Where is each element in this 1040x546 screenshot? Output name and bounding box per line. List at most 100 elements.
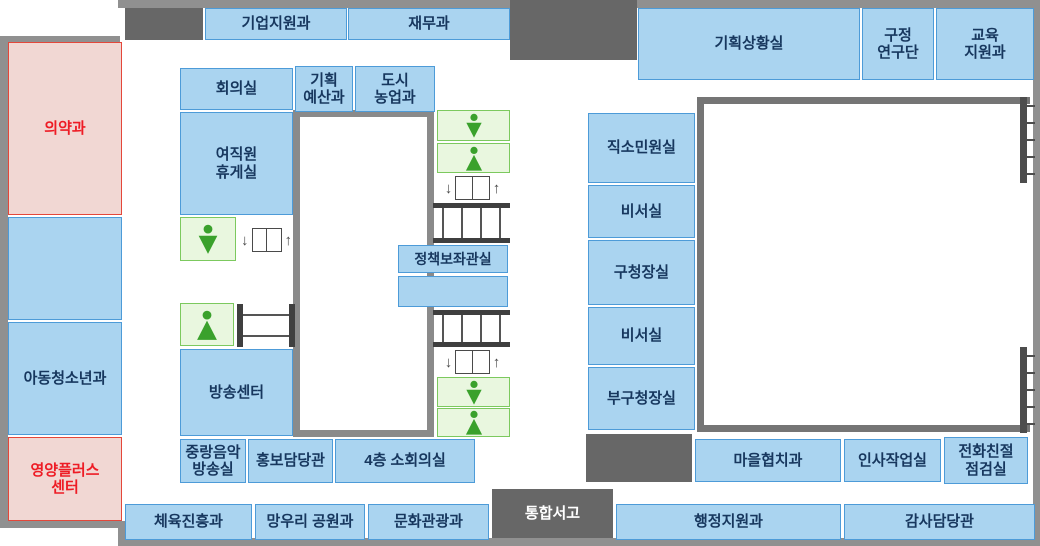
room-integrated-archive: 통합서고 [492, 489, 613, 538]
room-culture-tourism: 문화관광과 [368, 504, 489, 540]
courtyard [293, 110, 434, 437]
male-restroom-icon [196, 310, 218, 340]
room-label: 구청장실 [613, 263, 670, 281]
elevator-up-arrow: ↑ [284, 231, 293, 249]
elevator-car [471, 176, 490, 200]
room-label: 전화친절 점검실 [958, 443, 1014, 478]
room-label: 4층 소회의실 [364, 452, 446, 470]
room-label: 체육진흥과 [153, 513, 223, 531]
elevator-car [471, 350, 490, 374]
room-female-lounge: 여직원 휴게실 [180, 112, 293, 215]
room-secretary-1: 비서실 [588, 185, 695, 238]
room-sports-promo: 체육진흥과 [125, 504, 252, 540]
room-label: 감사담당관 [904, 513, 974, 531]
elevator-center-top: ↓↑ [434, 173, 511, 203]
room-label: 방송센터 [208, 383, 265, 401]
room-label: 직소민원실 [606, 139, 676, 157]
wall-leftwing-left [0, 36, 8, 528]
exterior-stairs-upper [1020, 97, 1035, 183]
room-label: 영양플러스 센터 [30, 461, 100, 496]
room-small-meeting-4f: 4층 소회의실 [335, 439, 475, 483]
stairs-center-top [433, 203, 510, 243]
room-mayor-office: 구청장실 [588, 240, 695, 305]
room-label: 비서실 [620, 327, 663, 345]
male-restroom-icon [465, 146, 483, 171]
room-unlabeled-center [398, 276, 508, 307]
room-vice-mayor-office: 부구청장실 [588, 367, 695, 430]
room-label: 부구청장실 [606, 389, 676, 407]
room-label: 기획 예산과 [303, 71, 345, 106]
restroom-female-center-bottom [437, 377, 510, 407]
room-gu-research: 구정 연구단 [862, 8, 934, 80]
female-restroom-icon [197, 224, 219, 254]
elevator-car [455, 350, 474, 374]
restroom-female-center-top [437, 110, 510, 141]
elevator-down-arrow: ↓ [444, 179, 453, 197]
room-label: 통합서고 [524, 504, 581, 522]
restroom-female-left [180, 217, 236, 261]
wall-leftwing-step [118, 521, 126, 546]
restroom-male-center-bottom [437, 408, 510, 437]
elevator-up-arrow: ↑ [492, 353, 501, 371]
stairs-center-bottom [433, 310, 510, 347]
room-label: 망우리 공원과 [266, 513, 354, 531]
room-label: 정책보좌관실 [414, 250, 492, 267]
elevator-car [455, 176, 474, 200]
room-finance: 재무과 [348, 8, 510, 40]
elevator-down-arrow: ↓ [444, 353, 453, 371]
room-audit-officer: 감사담당관 [844, 504, 1035, 540]
room-label: 의약과 [44, 119, 86, 137]
room-label: 아동청소년과 [23, 369, 107, 387]
utility-block-topleft [125, 8, 203, 40]
room-pharmacy: 의약과 [8, 42, 122, 215]
elevator-down-arrow: ↓ [241, 231, 249, 249]
room-policy-advisor: 정책보좌관실 [398, 245, 508, 273]
restroom-male-left [180, 303, 234, 346]
male-restroom-icon [465, 410, 483, 435]
room-label: 도시 농업과 [374, 71, 416, 106]
room-label: 인사작업실 [857, 451, 927, 469]
utility-block-right [586, 434, 692, 482]
room-label: 기획상황실 [714, 35, 784, 53]
wall-right [1033, 0, 1040, 546]
room-urban-agriculture: 도시 농업과 [355, 66, 435, 112]
room-pr-officer: 홍보담당관 [248, 439, 333, 483]
room-label: 마을협치과 [733, 451, 803, 469]
room-nutrition-plus: 영양플러스 센터 [8, 437, 122, 521]
room-direct-civil: 직소민원실 [588, 113, 695, 183]
female-restroom-icon [465, 380, 483, 405]
room-child-youth: 아동청소년과 [8, 322, 122, 435]
room-label: 중랑음악 방송실 [185, 443, 241, 478]
room-meeting: 회의실 [180, 68, 293, 110]
room-label: 여직원 휴게실 [215, 146, 258, 181]
room-hr-work: 인사작업실 [844, 439, 941, 482]
room-unlabeled-leftwing [8, 217, 122, 320]
room-jungnang-music: 중랑음악 방송실 [180, 439, 246, 483]
room-edu-support: 교육 지원과 [936, 8, 1034, 80]
room-village-coop: 마을협치과 [695, 439, 841, 482]
female-restroom-icon [465, 113, 483, 138]
room-label: 문화관광과 [393, 513, 463, 531]
elevator-car [265, 228, 282, 252]
utility-block-topmiddle [510, 0, 637, 60]
wall-leftwing-top [0, 36, 120, 43]
room-label: 행정지원과 [693, 513, 763, 531]
elevator-left: ↓↑ [238, 220, 295, 260]
restroom-male-center-top [437, 143, 510, 173]
room-phone-kindness: 전화친절 점검실 [944, 437, 1028, 484]
room-broadcast-center: 방송센터 [180, 349, 293, 436]
room-label: 기업지원과 [241, 15, 311, 33]
room-admin-support: 행정지원과 [616, 504, 841, 540]
room-planning-situation: 기획상황실 [638, 8, 860, 80]
room-secretary-2: 비서실 [588, 307, 695, 365]
room-business-support: 기업지원과 [205, 8, 347, 40]
wall-bottom [118, 538, 1040, 546]
elevator-center-bottom: ↓↑ [434, 348, 511, 376]
elevator-up-arrow: ↑ [492, 179, 501, 197]
stairs-left [237, 304, 295, 347]
room-manguri-park: 망우리 공원과 [255, 504, 365, 540]
wall-leftwing-bottom [0, 521, 126, 528]
room-label: 회의실 [215, 80, 258, 98]
room-label: 교육 지원과 [964, 26, 1006, 61]
